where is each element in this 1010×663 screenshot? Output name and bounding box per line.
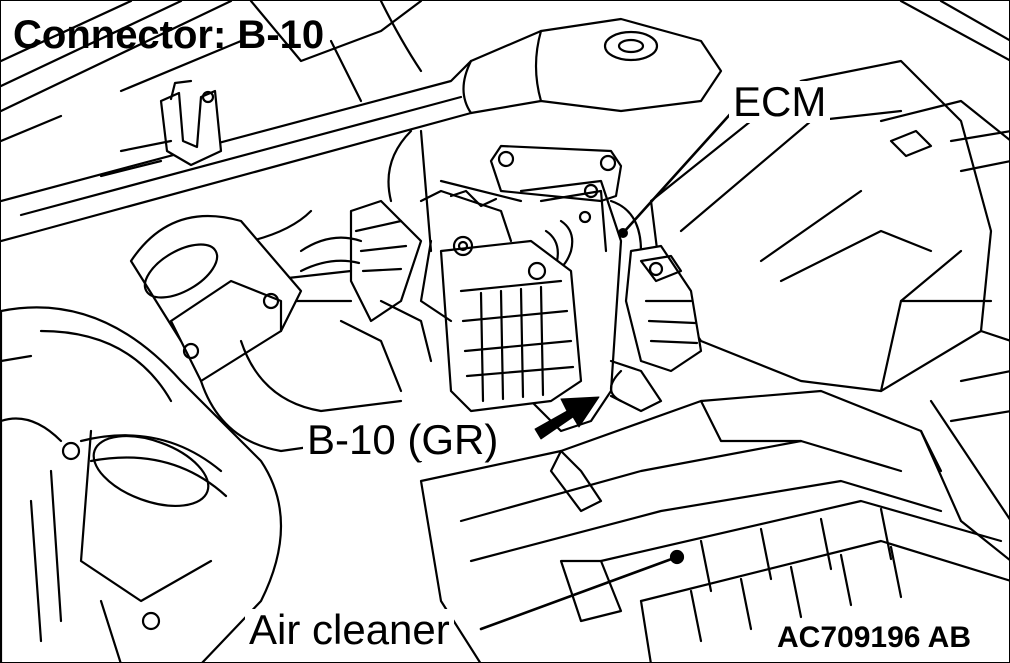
fender-panel bbox=[899, 1, 1009, 520]
leader-lines bbox=[479, 109, 735, 631]
bracket bbox=[99, 79, 223, 178]
firewall-lines bbox=[1, 1, 423, 143]
strut-bar bbox=[1, 17, 723, 243]
ecm-leader-line bbox=[621, 109, 735, 235]
connector-arrow bbox=[534, 396, 600, 440]
air-cleaner-label: Air cleaner bbox=[245, 609, 454, 651]
air-cleaner-leader-line bbox=[479, 555, 679, 631]
intake-hose bbox=[129, 214, 423, 463]
ecm-bracket bbox=[489, 144, 703, 433]
relay-box bbox=[419, 179, 583, 413]
figure-id: AC709196 AB bbox=[773, 623, 975, 653]
ecm-unit bbox=[649, 59, 1009, 393]
ecm-leader-dot bbox=[618, 228, 628, 238]
connector-label: B-10 (GR) bbox=[303, 419, 503, 461]
figure-title: Connector: B-10 bbox=[13, 13, 325, 57]
air-duct bbox=[1, 306, 282, 662]
wiring-harness bbox=[249, 129, 433, 393]
ecm-label: ECM bbox=[729, 81, 831, 123]
air-cleaner-housing bbox=[419, 389, 1009, 662]
